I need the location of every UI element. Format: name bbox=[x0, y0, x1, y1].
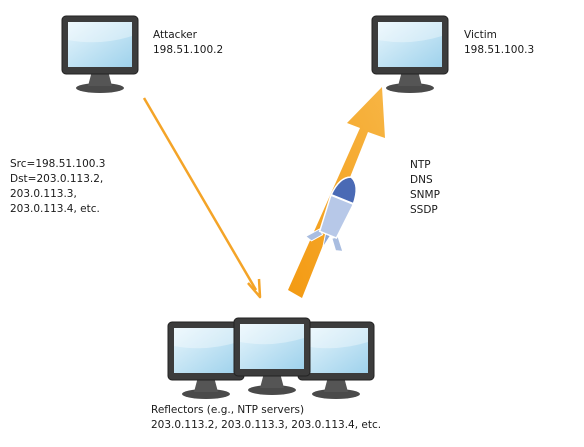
packet-dst-2: 203.0.113.3, bbox=[10, 188, 77, 200]
packet-src: Src=198.51.100.3 bbox=[10, 158, 106, 170]
reflector-computer-icon-2 bbox=[233, 317, 311, 395]
spoofed-packet-label: Src=198.51.100.3 Dst=203.0.113.2, 203.0.… bbox=[10, 157, 105, 217]
protocol-ntp: NTP bbox=[410, 159, 431, 171]
reflector-computer-icon-1 bbox=[167, 321, 245, 399]
reflector-computer-icon-3 bbox=[297, 321, 375, 399]
spoofed-request-arrow bbox=[142, 97, 262, 299]
packet-dst-1: Dst=203.0.113.2, bbox=[10, 173, 104, 185]
attacker-role: Attacker bbox=[153, 29, 197, 41]
reflectors-title: Reflectors (e.g., NTP servers) bbox=[151, 404, 305, 416]
protocol-snmp: SNMP bbox=[410, 189, 440, 201]
protocol-dns: DNS bbox=[410, 174, 433, 186]
victim-ip: 198.51.100.3 bbox=[464, 44, 535, 56]
packet-dst-3: 203.0.113.4, etc. bbox=[10, 203, 100, 215]
victim-label: Victim 198.51.100.3 bbox=[464, 28, 534, 58]
victim-role: Victim bbox=[464, 29, 497, 41]
attacker-label: Attacker 198.51.100.2 bbox=[153, 28, 223, 58]
attacker-computer-icon bbox=[61, 15, 139, 93]
protocol-ssdp: SSDP bbox=[410, 204, 438, 216]
reflectors-label: Reflectors (e.g., NTP servers) 203.0.113… bbox=[151, 403, 381, 433]
bomb-icon bbox=[304, 176, 357, 253]
reflectors-ips: 203.0.113.2, 203.0.113.3, 203.0.113.4, e… bbox=[151, 419, 382, 431]
protocols-list: NTP DNS SNMP SSDP bbox=[410, 158, 440, 218]
victim-computer-icon bbox=[371, 15, 449, 93]
attacker-ip: 198.51.100.2 bbox=[153, 44, 224, 56]
